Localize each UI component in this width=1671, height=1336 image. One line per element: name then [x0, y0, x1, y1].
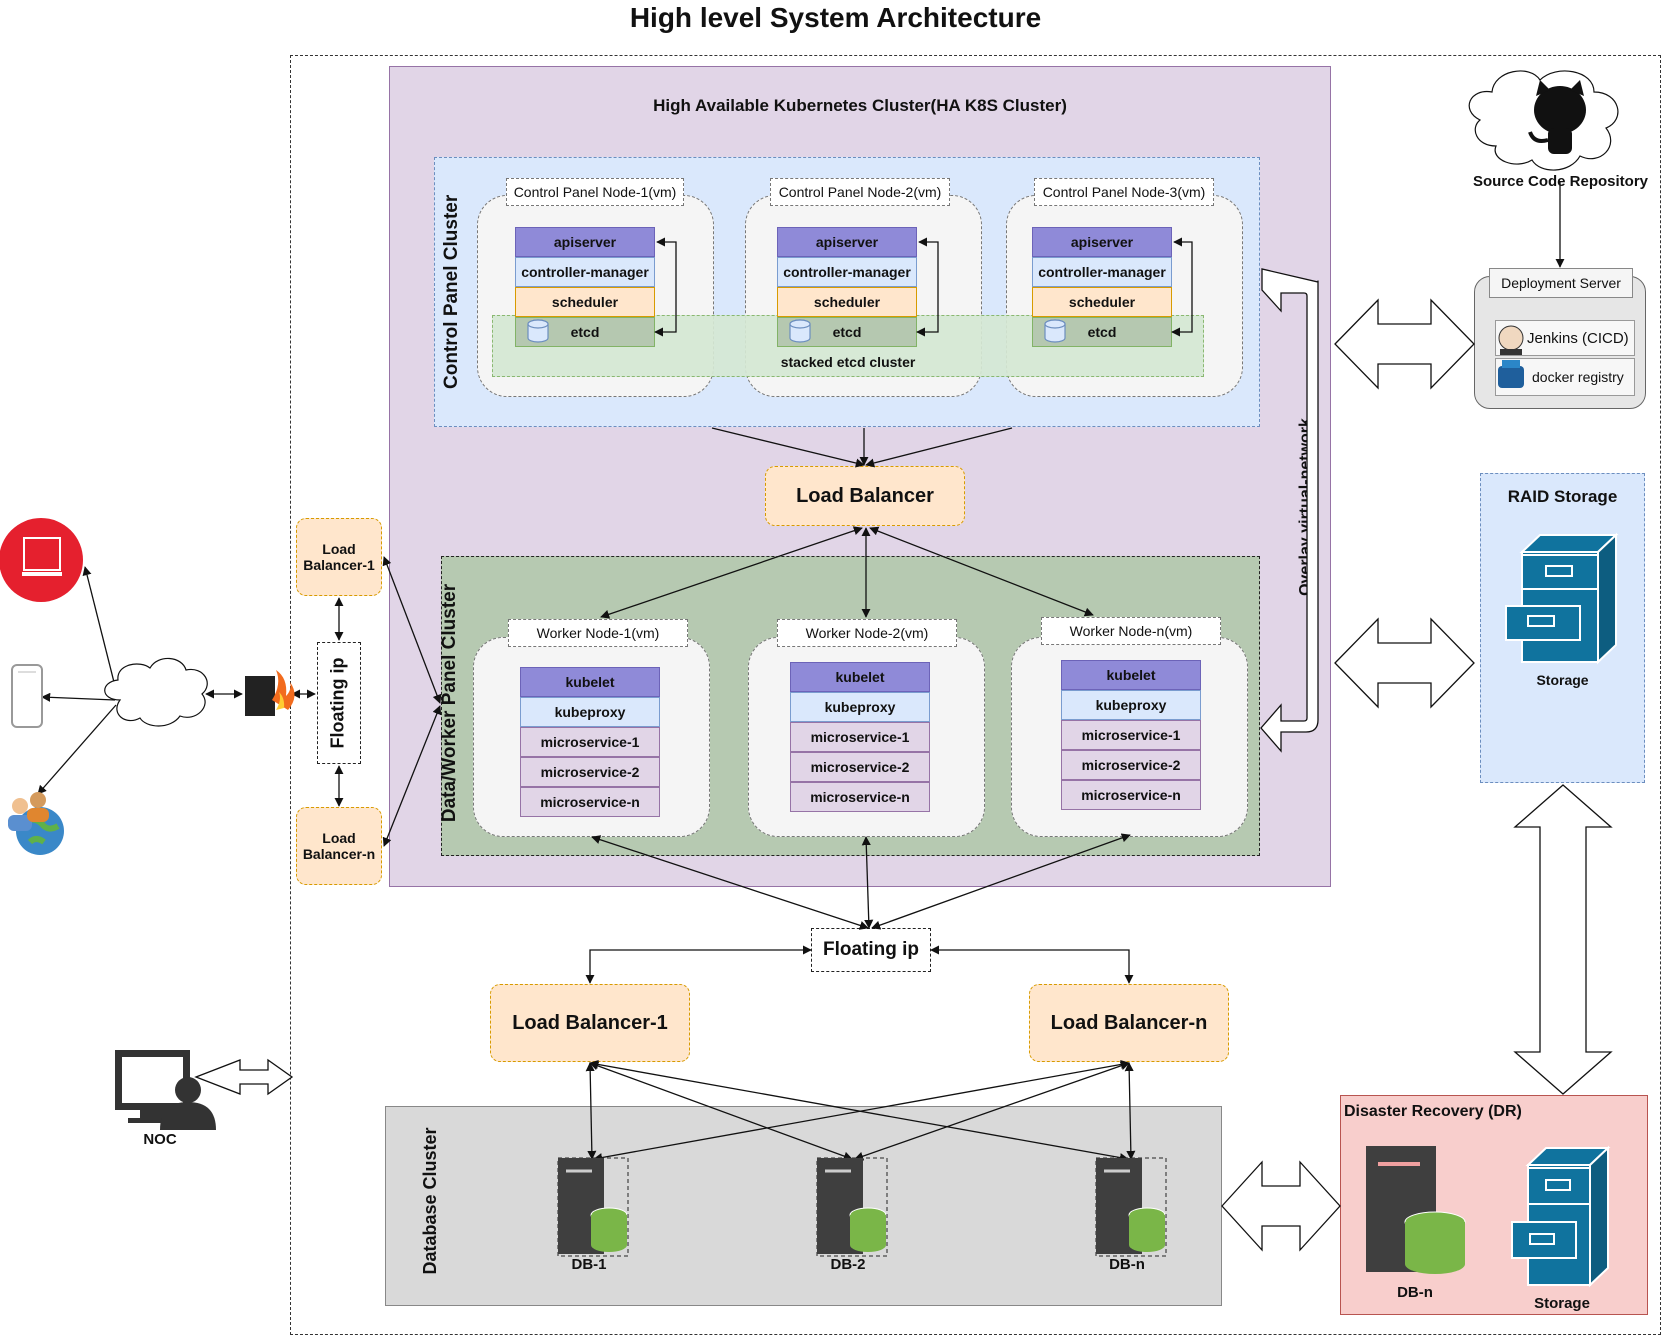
- noc-label: NOC: [143, 1131, 177, 1148]
- ingress-load-balancer-1: Load Balancer-1: [296, 518, 382, 596]
- ingress-load-balancer-n: Load Balancer-n: [296, 807, 382, 885]
- kubelet: kubelet: [790, 662, 930, 692]
- control-node-3-title: Control Panel Node-3(vm): [1034, 178, 1214, 206]
- scheduler: scheduler: [777, 287, 917, 317]
- db-load-balancer-n: Load Balancer-n: [1029, 984, 1229, 1062]
- worker-node-1-title: Worker Node-1(vm): [508, 619, 688, 647]
- controller-manager: controller-manager: [777, 257, 917, 287]
- ha-cluster-title: High Available Kubernetes Cluster(HA K8S…: [653, 96, 1067, 115]
- dr-db-server-icon: [1366, 1146, 1466, 1274]
- db-2-server-icon: [816, 1157, 888, 1257]
- microservice-1: microservice-1: [1061, 720, 1201, 750]
- controller-manager: controller-manager: [515, 257, 655, 287]
- raid-cabinet-icon: [1505, 532, 1619, 665]
- jenkins-label: Jenkins (CICD): [1527, 330, 1629, 347]
- db-1-label: DB-1: [571, 1256, 607, 1273]
- etcd-db-icon: [527, 319, 1066, 343]
- microservice-n: microservice-n: [790, 782, 930, 812]
- deployment-server-title: Deployment Server: [1489, 268, 1633, 298]
- db-1-server-icon: [557, 1157, 629, 1257]
- double-arrow-deployment: [1334, 298, 1475, 390]
- raid-title: RAID Storage: [1507, 487, 1618, 506]
- microservice-2: microservice-2: [1061, 750, 1201, 780]
- diagram-title: High level System Architecture: [629, 2, 1042, 33]
- double-arrow-raid-dr: [1513, 784, 1613, 1095]
- user-icon: [30, 792, 46, 808]
- microservice-2: microservice-2: [520, 757, 660, 787]
- load-balancer: Load Balancer: [765, 466, 965, 526]
- apiserver: apiserver: [515, 227, 655, 257]
- db-load-balancer-1: Load Balancer-1: [490, 984, 690, 1062]
- kubeproxy: kubeproxy: [1061, 690, 1201, 720]
- dr-storage-cabinet-icon: [1511, 1145, 1611, 1288]
- worker-node-n-title: Worker Node-n(vm): [1041, 617, 1221, 645]
- dr-storage-label: Storage: [1534, 1295, 1590, 1312]
- jenkins-icon: [1498, 325, 1524, 351]
- api-icon-base: [22, 572, 62, 576]
- firewall-icon: [245, 676, 275, 716]
- control-node-1-title: Control Panel Node-1(vm): [506, 178, 684, 206]
- kubeproxy: kubeproxy: [520, 697, 660, 727]
- microservice-1: microservice-1: [520, 727, 660, 757]
- internet-cloud-icon: [104, 657, 208, 727]
- double-arrow-noc: [194, 1058, 294, 1096]
- db-n-server-icon: [1095, 1157, 1167, 1257]
- mobile-phone-icon: [11, 664, 43, 728]
- db-floating-ip: Floating ip: [811, 928, 931, 972]
- ingress-floating-ip: Floating ip: [317, 642, 361, 764]
- api-icon-frame: [23, 537, 61, 571]
- stacked-etcd-label: stacked etcd cluster: [780, 354, 916, 370]
- controller-manager: controller-manager: [1032, 257, 1172, 287]
- docker-registry-label: docker registry: [1532, 369, 1624, 385]
- user-icon: [12, 798, 28, 814]
- dr-title: Disaster Recovery (DR): [1344, 1103, 1522, 1120]
- microservice-n: microservice-n: [1061, 780, 1201, 810]
- github-octocat-icon: [1534, 86, 1586, 134]
- db-n-label: DB-n: [1109, 1256, 1145, 1273]
- scheduler: scheduler: [515, 287, 655, 317]
- worker-node-2-title: Worker Node-2(vm): [777, 619, 957, 647]
- overlay-network-arrow: [1260, 268, 1319, 753]
- apiserver: apiserver: [777, 227, 917, 257]
- db-2-label: DB-2: [830, 1256, 866, 1273]
- microservice-1: microservice-1: [790, 722, 930, 752]
- microservice-n: microservice-n: [520, 787, 660, 817]
- scheduler: scheduler: [1032, 287, 1172, 317]
- raid-storage-label: Storage: [1536, 672, 1589, 688]
- kubelet: kubelet: [520, 667, 660, 697]
- api-icon: [0, 518, 83, 602]
- double-arrow-raid: [1334, 617, 1475, 709]
- docker-registry-icon: [1498, 366, 1524, 388]
- kubelet: kubelet: [1061, 660, 1201, 690]
- control-node-2-title: Control Panel Node-2(vm): [770, 178, 950, 206]
- source-repo-label: Source Code Repository: [1472, 173, 1649, 190]
- double-arrow-dr: [1221, 1160, 1341, 1252]
- dr-db-label: DB-n: [1397, 1284, 1433, 1301]
- kubeproxy: kubeproxy: [790, 692, 930, 722]
- microservice-2: microservice-2: [790, 752, 930, 782]
- noc-operator-icon: [175, 1077, 201, 1103]
